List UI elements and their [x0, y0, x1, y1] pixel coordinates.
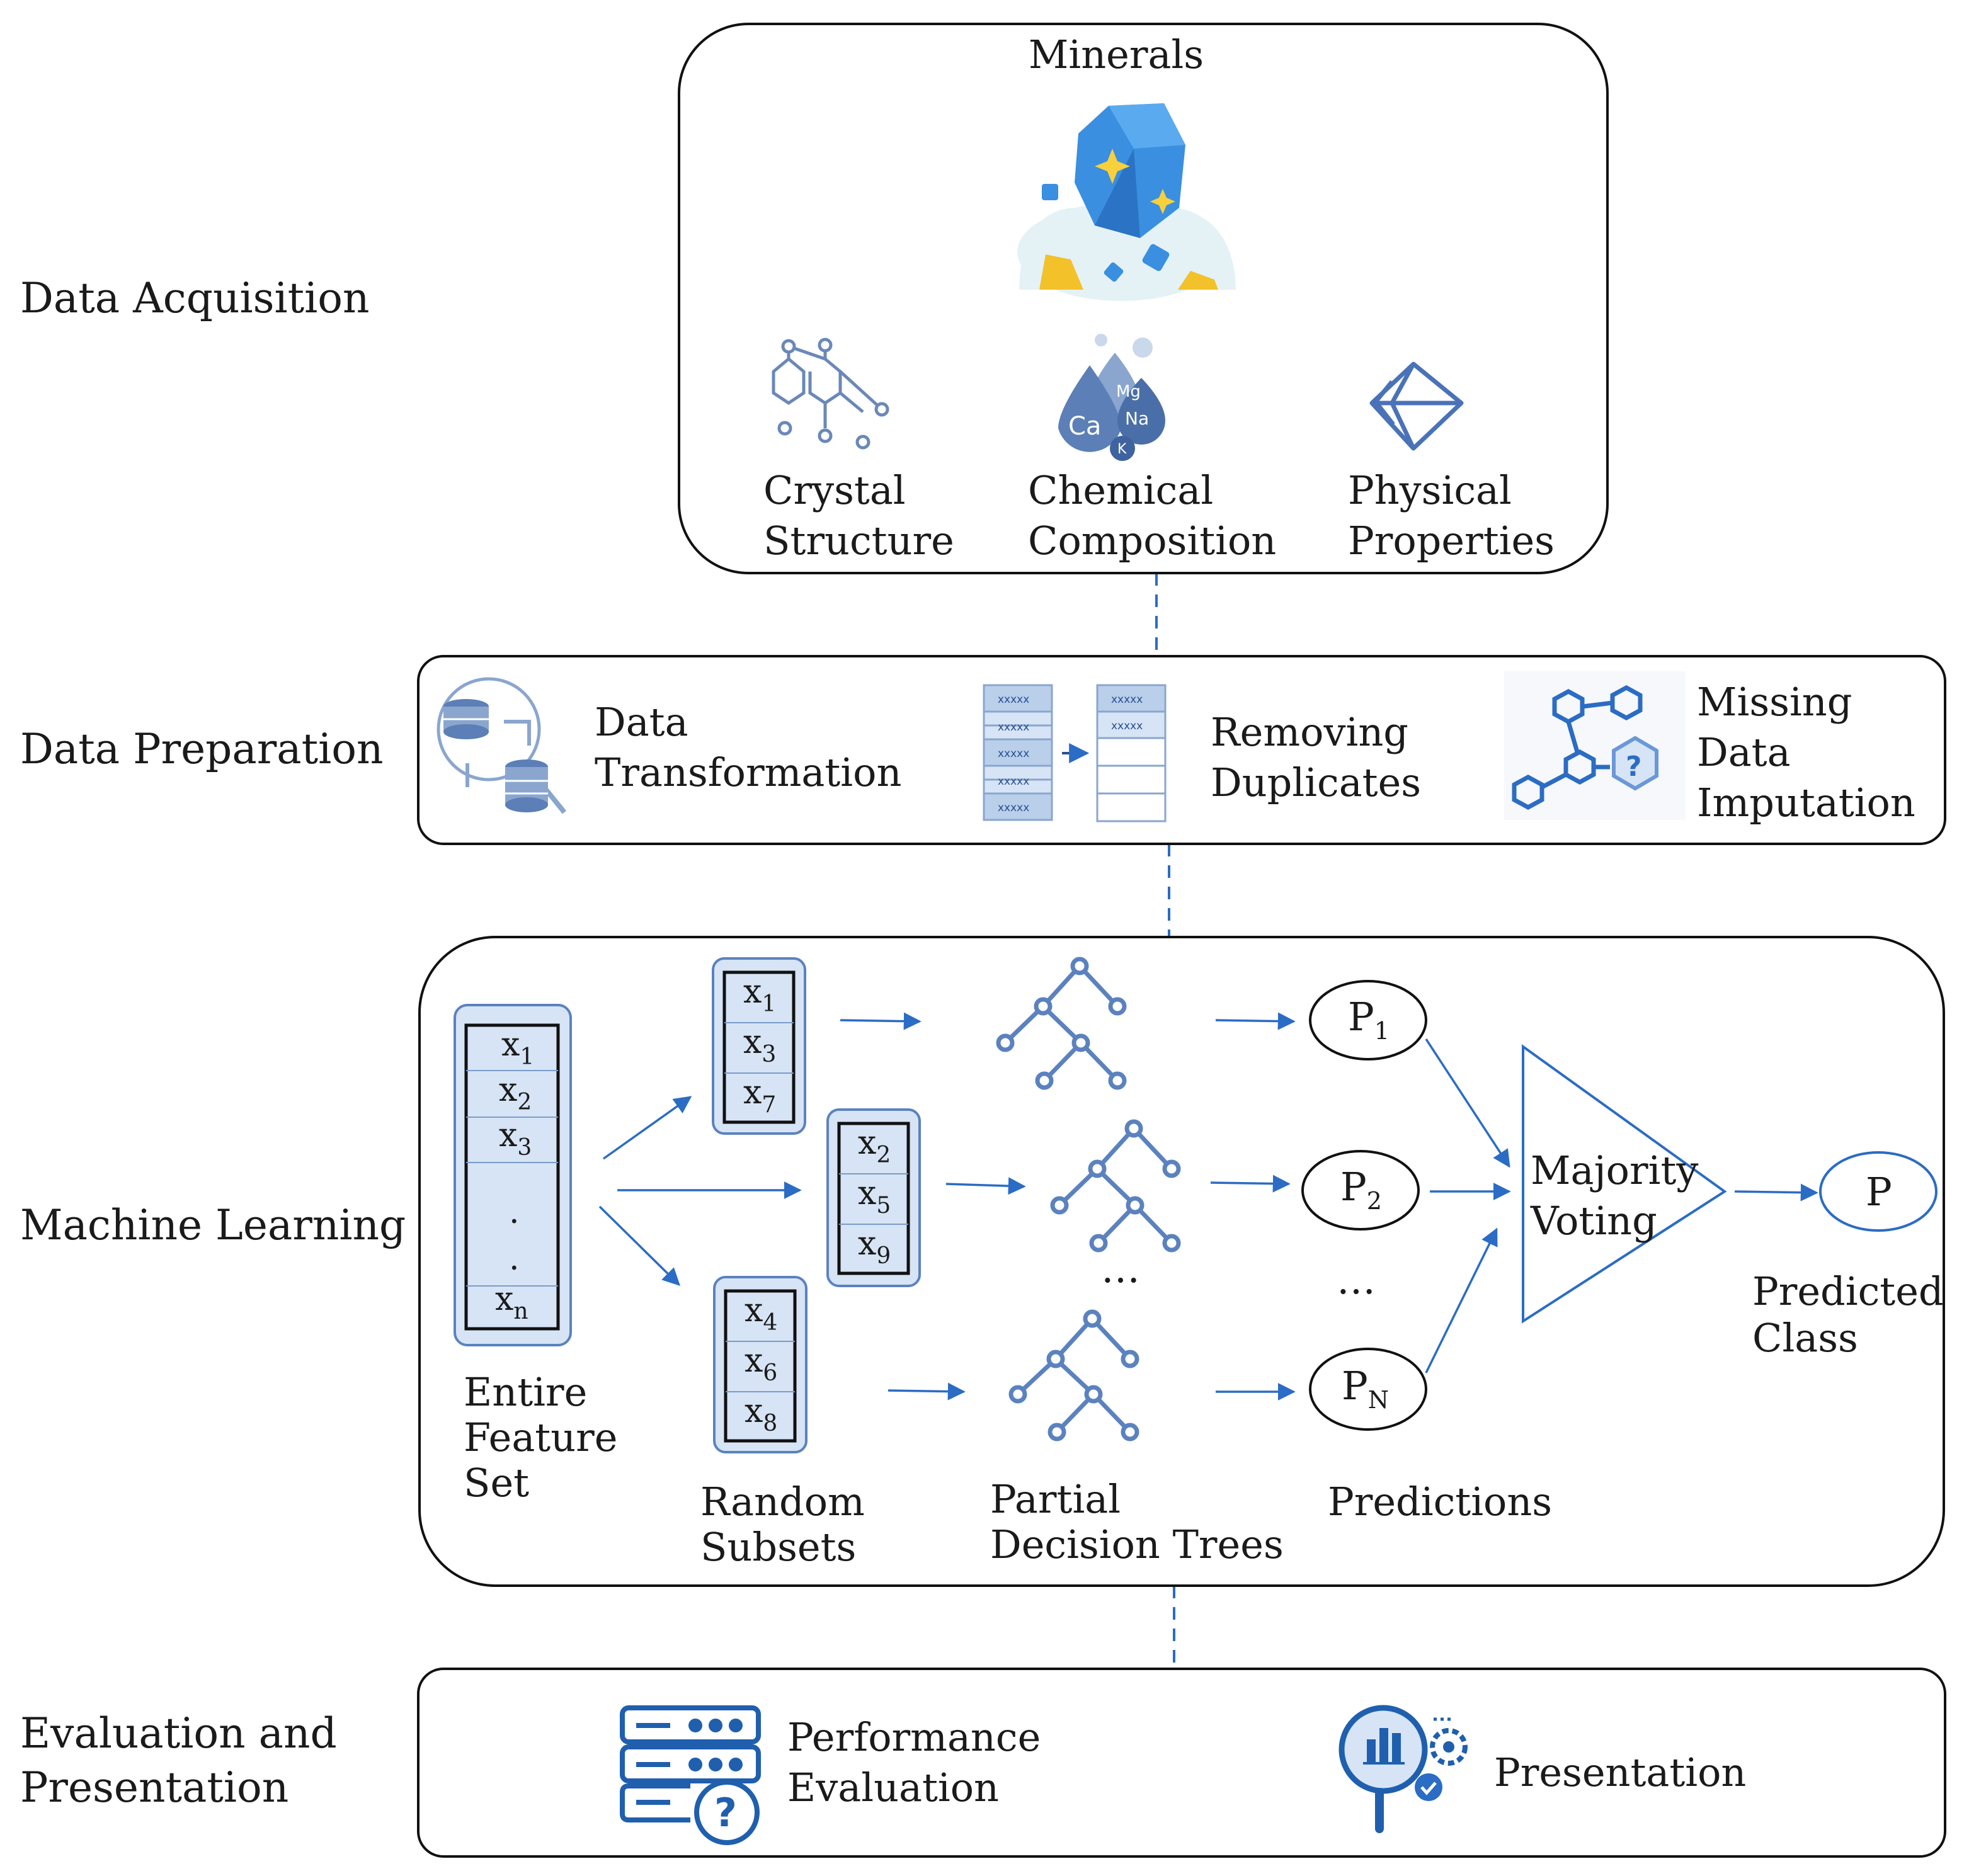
prediction-p1: P1 — [1309, 980, 1427, 1060]
feature-dot-1: . — [509, 1193, 520, 1231]
question-mark: ? — [1626, 751, 1642, 783]
entire-feature-set: x1 x2 x3 . . xn — [454, 1004, 572, 1346]
physical-properties-label: Physical Properties — [1348, 467, 1555, 564]
svg-text:PN: PN — [1342, 1363, 1389, 1414]
element-na: Na — [1125, 408, 1149, 429]
flow-arrows — [598, 1012, 1818, 1401]
feature-dot-2: . — [509, 1240, 520, 1278]
svg-text:xxxxx: xxxxx — [998, 693, 1029, 706]
machine-learning-panel: x1 x2 x3 . . xn Entire Feature Set x1 x3… — [418, 936, 1956, 1587]
svg-text:x4: x4 — [745, 1292, 777, 1336]
stage-label-machine-learning: Machine Learning — [20, 1201, 406, 1249]
presentation-label: Presentation — [1494, 1749, 1746, 1795]
prediction-pn: PN — [1309, 1348, 1427, 1431]
decision-tree-2 — [1050, 1119, 1181, 1253]
feature-x1: x1 — [501, 1026, 534, 1070]
table-after: xxxxx xxxxx — [1096, 684, 1167, 822]
stage-label-acquisition: Data Acquisition — [20, 274, 369, 322]
preparation-panel: Data Transformation xxxxx xxxxx xxxxx xx… — [417, 655, 1946, 845]
svg-text:x5: x5 — [858, 1174, 891, 1219]
svg-text:P: P — [1866, 1169, 1892, 1215]
removing-duplicates-label: Removing Duplicates — [1211, 709, 1421, 805]
minerals-label: Minerals — [1029, 31, 1204, 77]
acquisition-box — [678, 23, 1609, 574]
stage-label-evaluation-line1: Evaluation and — [20, 1709, 337, 1758]
svg-text:P1: P1 — [1348, 994, 1390, 1045]
evaluation-panel: ? Performance Evaluation Presentation — [417, 1668, 1946, 1858]
svg-text:xxxxx: xxxxx — [998, 802, 1029, 814]
element-ca: Ca — [1068, 412, 1101, 441]
random-subsets-label: Random Subsets — [700, 1479, 877, 1570]
svg-text:P2: P2 — [1340, 1164, 1382, 1215]
evaluation-box — [417, 1668, 1946, 1858]
decision-trees-label: Partial Decision Trees — [990, 1476, 1284, 1567]
feature-x2: x2 — [499, 1071, 532, 1115]
stage-label-evaluation-line2: Presentation — [20, 1763, 288, 1812]
predicted-class-label: Predicted Class — [1752, 1268, 1956, 1361]
duplicates-table-icon: xxxxx xxxxx xxxxx xxxxx xxxxx xxxxx xxxx… — [983, 684, 1167, 822]
missing-data-molecule-icon: ? — [1504, 671, 1686, 820]
stage-connectors — [1155, 573, 1175, 1669]
trees-ellipsis: … — [1101, 1246, 1140, 1292]
svg-text:x6: x6 — [745, 1342, 777, 1386]
majority-voting-triangle — [1522, 1044, 1727, 1324]
table-before: xxxxx xxxxx xxxxx xxxxx xxxxx — [983, 684, 1053, 821]
svg-text:x3: x3 — [743, 1023, 776, 1067]
feature-xn: xn — [495, 1280, 528, 1324]
svg-text:x1: x1 — [743, 973, 776, 1017]
element-mg: Mg — [1116, 382, 1141, 401]
svg-text:x7: x7 — [743, 1074, 776, 1118]
database-transform-icon — [437, 677, 567, 814]
ml-box — [418, 936, 1945, 1587]
element-k: K — [1117, 441, 1127, 457]
prediction-p2: P2 — [1301, 1150, 1420, 1231]
stage-label-evaluation: Evaluation and Presentation — [20, 1709, 350, 1812]
svg-text:xxxxx: xxxxx — [1111, 720, 1143, 732]
performance-question-mark: ? — [714, 1790, 737, 1836]
stage-label-preparation: Data Preparation — [20, 725, 384, 773]
decision-tree-1 — [996, 957, 1127, 1090]
performance-evaluation-label: Performance Evaluation — [787, 1714, 1053, 1811]
feature-x3: x3 — [499, 1117, 532, 1161]
majority-voting-label: Majority Voting — [1530, 1147, 1711, 1244]
gem-icon — [1017, 103, 1236, 301]
magnifier-chart-icon — [1338, 1705, 1468, 1833]
svg-text:xxxxx: xxxxx — [998, 775, 1029, 788]
random-subset-3: x4 x6 x8 — [713, 1276, 808, 1453]
predictions-label: Predictions — [1328, 1479, 1552, 1525]
svg-text:x9: x9 — [858, 1225, 891, 1269]
predictions-ellipsis: … — [1337, 1257, 1376, 1303]
entire-feature-set-label: Entire Feature Set — [464, 1369, 630, 1506]
preparation-box — [417, 655, 1946, 845]
svg-text:x8: x8 — [745, 1392, 777, 1436]
predicted-class-node: P — [1819, 1151, 1938, 1232]
data-transformation-label: Data Transformation — [595, 699, 901, 795]
svg-text:xxxxx: xxxxx — [1111, 693, 1143, 706]
physical-diamond-icon — [1369, 361, 1464, 451]
decision-tree-3 — [1008, 1309, 1139, 1441]
random-subset-2: x2 x5 x9 — [826, 1108, 921, 1287]
svg-text:xxxxx: xxxxx — [998, 721, 1029, 734]
server-question-icon — [620, 1705, 761, 1845]
crystal-structure-label: Crystal Structure — [763, 467, 954, 564]
chemical-composition-label: Chemical Composition — [1028, 467, 1276, 564]
crystal-structure-icon — [772, 338, 889, 450]
acquisition-panel: Minerals — [678, 23, 1609, 574]
svg-text:x2: x2 — [858, 1124, 891, 1168]
missing-data-imputation-label: Missing Data Imputation — [1697, 679, 1915, 826]
chemical-drops-icon: Mg Ca Na K — [1058, 334, 1165, 461]
random-subset-1: x1 x3 x7 — [712, 957, 806, 1135]
svg-text:xxxxx: xxxxx — [998, 748, 1029, 760]
